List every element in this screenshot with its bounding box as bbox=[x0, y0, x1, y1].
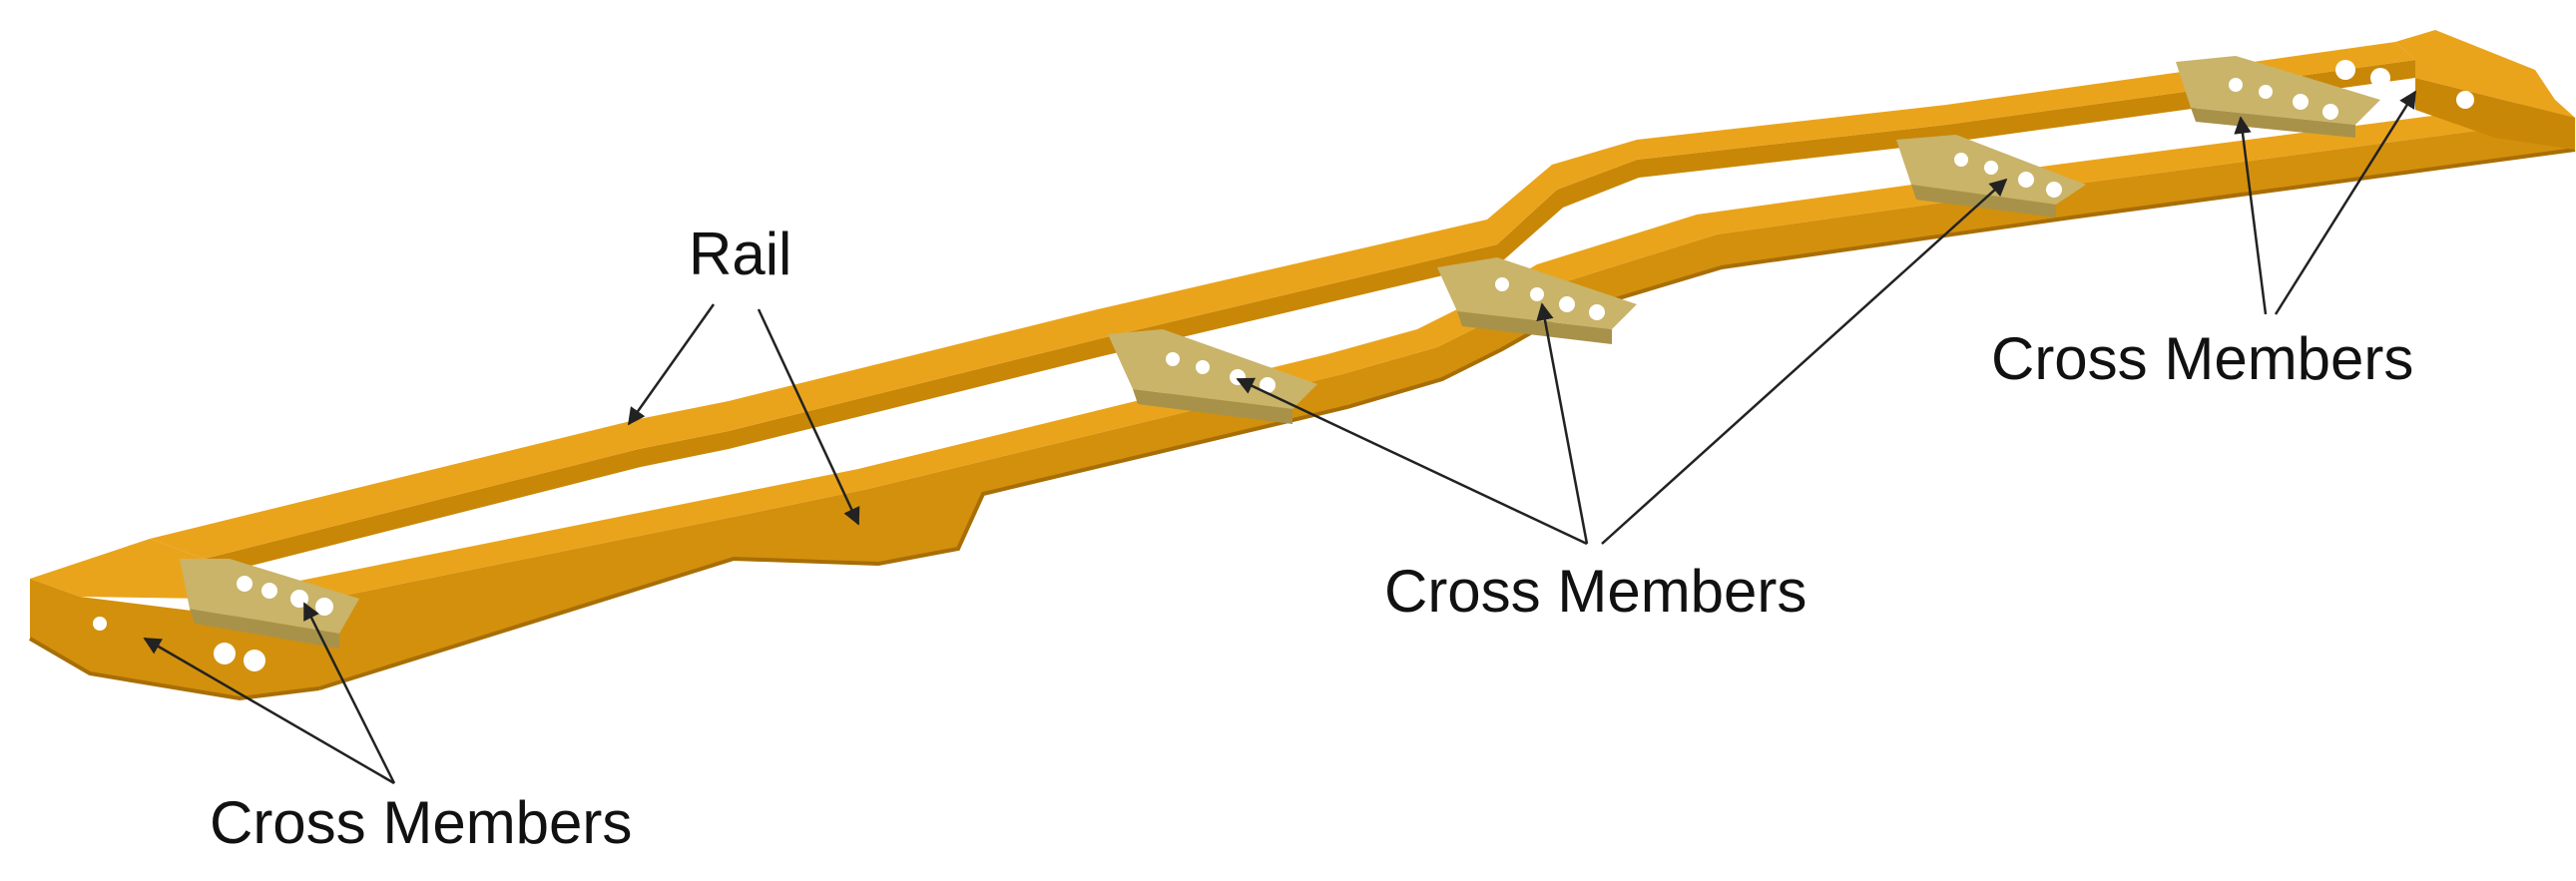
cross-member-center-left bbox=[1108, 329, 1317, 424]
left-end-member-top bbox=[30, 539, 240, 617]
cm-center-arrow-1 bbox=[1236, 377, 1588, 546]
right-end-holes bbox=[2335, 60, 2474, 109]
front-rail-top bbox=[210, 100, 2575, 617]
left-end-holes bbox=[93, 617, 265, 671]
right-end-member-top bbox=[2395, 30, 2575, 118]
callout-arrows bbox=[143, 90, 2417, 785]
cm-right-arrow-1 bbox=[2234, 116, 2268, 315]
right-end-member-side bbox=[2415, 78, 2575, 150]
front-rail-edge bbox=[318, 148, 2576, 690]
rail-label: Rail bbox=[689, 220, 792, 287]
cm-right-arrow-2 bbox=[2274, 90, 2417, 315]
cross-members-center-label: Cross Members bbox=[1384, 558, 1807, 625]
cross-members-right-label: Cross Members bbox=[1991, 325, 2414, 392]
cm-center-arrow-2 bbox=[1536, 302, 1589, 545]
front-rail-side bbox=[240, 118, 2575, 688]
cross-member-center bbox=[1437, 257, 1637, 344]
back-rail-side bbox=[205, 60, 2415, 577]
cross-members-left-label: Cross Members bbox=[210, 789, 633, 856]
cm-left-arrow-1 bbox=[143, 637, 395, 785]
rail-arrow-back bbox=[627, 303, 716, 426]
cross-member-right bbox=[2176, 56, 2380, 138]
back-rail-top bbox=[150, 42, 2415, 559]
cm-left-arrow-2 bbox=[302, 602, 396, 784]
cm-center-arrow-3 bbox=[1601, 178, 2008, 545]
rail-arrow-front bbox=[757, 308, 860, 526]
